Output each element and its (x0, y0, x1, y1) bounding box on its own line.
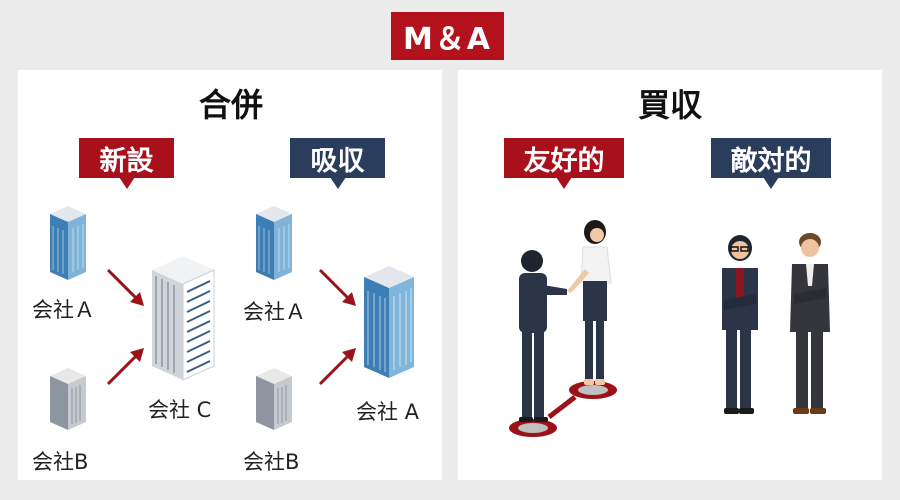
building-gray-icon (50, 368, 86, 430)
company-c-label: 会社 C (148, 398, 212, 422)
friendly-tag: 友好的 (504, 138, 624, 189)
company-a-label: 会社Ａ (32, 298, 95, 322)
building-blue-icon (50, 206, 86, 280)
merger-title: 合併 (198, 86, 263, 124)
hostile-illustration (722, 233, 830, 414)
arrow-icon (318, 348, 356, 386)
building-blue-large-icon (364, 266, 414, 378)
absorb-company-a-label: 会社Ａ (243, 300, 306, 324)
absorption-merger-tag: 吸収 (290, 138, 385, 189)
arrow-icon (106, 348, 144, 386)
hostile-tag: 敵対的 (711, 138, 831, 189)
handshake-illustration (509, 220, 617, 437)
building-blue-icon (256, 206, 292, 280)
absorb-company-b-label: 会社B (243, 450, 300, 474)
acquisition-title: 買収 (637, 86, 702, 124)
arrow-icon (318, 268, 356, 306)
building-large-icon (152, 256, 215, 381)
new-merger-tag: 新設 (79, 138, 174, 189)
arrow-icon (106, 268, 144, 306)
building-gray-icon (256, 368, 292, 430)
title-badge: M＆A (391, 12, 504, 60)
company-b-label: 会社B (32, 450, 89, 474)
result-company-a-label: 会社 A (356, 400, 420, 424)
